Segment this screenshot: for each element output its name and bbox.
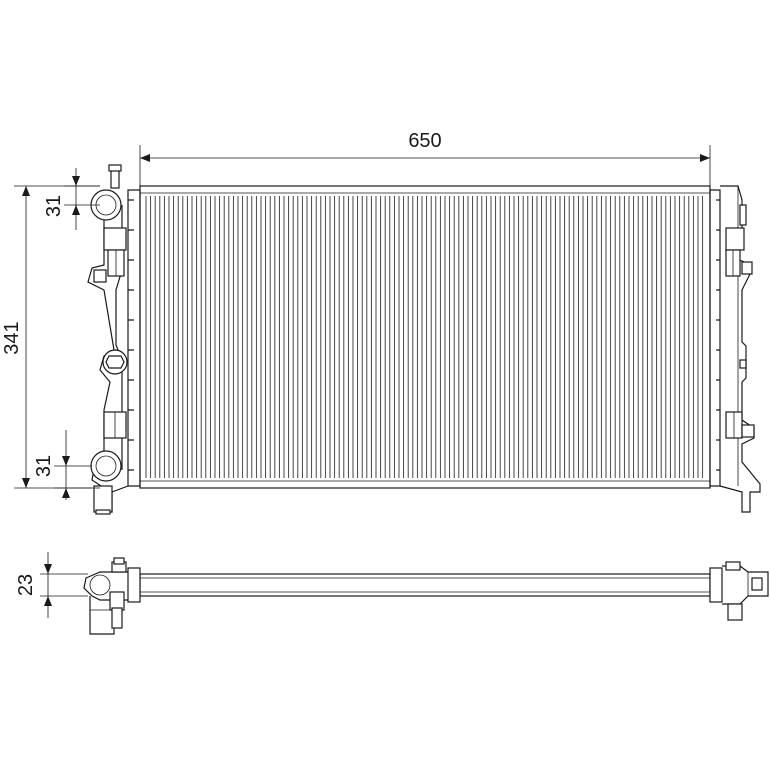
depth-value: 23	[15, 574, 37, 596]
top-offset-value: 31	[43, 195, 65, 217]
bottom-offset-value: 31	[33, 455, 55, 477]
radiator-front-view: 650 341 31 31	[1, 130, 761, 515]
depth-dimension: 23	[15, 552, 88, 618]
top-inlet-pipe	[90, 164, 122, 221]
top-offset-dimension: 31	[43, 168, 100, 230]
right-tank	[709, 185, 761, 513]
radiator-fins	[145, 196, 704, 478]
width-dimension: 650	[139, 130, 711, 186]
core-depth-outline	[139, 573, 711, 597]
side-right-end	[709, 561, 769, 621]
radiator-side-view: 23	[15, 552, 769, 635]
height-value: 341	[1, 321, 23, 354]
left-lower-bracket	[103, 411, 127, 439]
left-mount-hex	[102, 349, 128, 375]
bottom-offset-dimension: 31	[33, 430, 92, 500]
side-left-end	[83, 557, 141, 635]
width-value: 650	[408, 130, 441, 152]
left-upper-bracket	[93, 227, 127, 283]
height-dimension: 341	[1, 185, 100, 489]
